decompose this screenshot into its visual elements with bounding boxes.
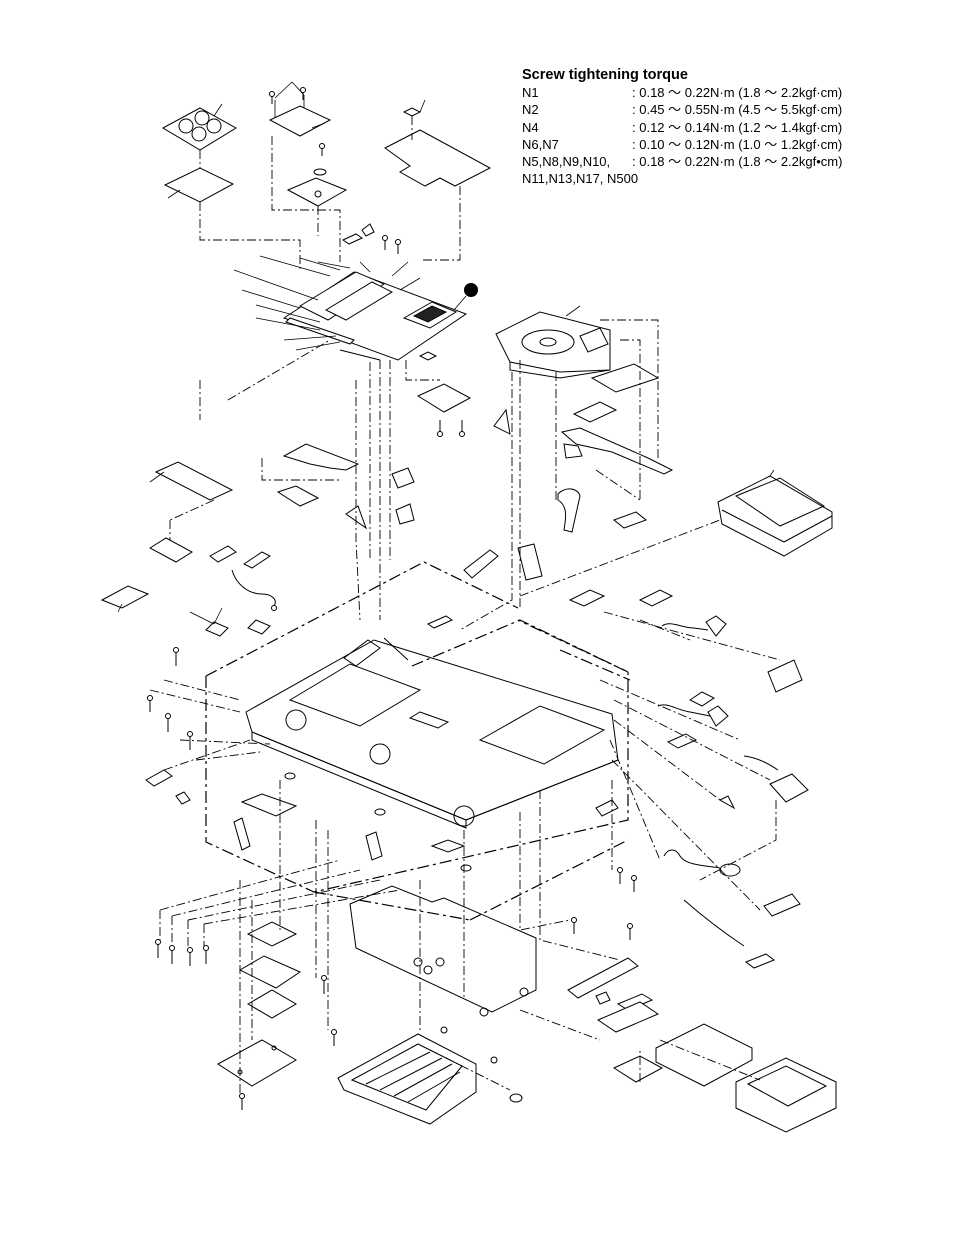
screw-n1 (269, 87, 325, 156)
board-leader-lines (233, 255, 421, 351)
pc-card-frame (161, 103, 237, 151)
board-connector (341, 223, 375, 245)
torque-label-continued: N11,N13,N17, N500 (522, 171, 639, 187)
bottom-insulation-sheet (349, 885, 537, 1017)
battery-pack (717, 469, 833, 557)
drive-tape (493, 408, 648, 533)
torque-title: Screw tightening torque (522, 67, 688, 83)
bottom-cover (337, 1026, 523, 1125)
assembly-guide-lines (149, 116, 781, 1096)
chassis-outline (205, 561, 631, 921)
right-side-parts (568, 589, 809, 969)
hinge-bracket (209, 545, 271, 569)
antenna-cable-left (189, 569, 277, 637)
bottom-screws (155, 772, 637, 1110)
screw-n4 (382, 235, 401, 254)
optical-drive (495, 305, 611, 379)
heat-spreader-plate (286, 177, 348, 207)
torque-label: N5,N8,N9,N10, (522, 154, 611, 170)
drive-flex-cable (560, 363, 674, 475)
torque-label: N4 (522, 119, 539, 135)
torque-row-n1: N1 : 0.18 ～ 0.22N·m (1.8 ～ 2.2kgf·cm) (522, 84, 882, 101)
torque-value: : 0.10 ～ 0.12N·m (1.0 ～ 1.2kgf·cm) (632, 136, 843, 152)
washer (313, 168, 327, 176)
insulation-sheet (163, 167, 235, 203)
connector-assembly (345, 467, 543, 629)
left-sheet-parts (100, 443, 360, 613)
torque-row-n6-n7: N6,N7 : 0.10 ～ 0.12N·m (1.0 ～ 1.2kgf·cm) (522, 136, 882, 153)
torque-value: : 0.18 ～ 0.22N·m (1.8 ～ 2.2kgf·cm) (632, 85, 843, 100)
torque-row-n4: N4 : 0.12 ～ 0.14N·m (1.2 ～ 1.4kgf·cm) (522, 119, 882, 136)
cpu-module (268, 81, 332, 137)
screw-column-left (145, 647, 193, 805)
torque-label: N1 (522, 85, 539, 100)
screw-torque-table: Screw tightening torque N1 : 0.18 ～ 0.22… (522, 66, 882, 188)
bottom-small-sheets (233, 793, 466, 861)
memory-module (416, 351, 472, 437)
torque-label: N2 (522, 102, 539, 118)
torque-value: : 0.12 ～ 0.14N·m (1.2 ～ 1.4kgf·cm) (632, 119, 843, 135)
torque-row-n5-group: N5,N8,N9,N10, : 0.18 ～ 0.22N·m (1.8 ～ 2.… (522, 153, 882, 170)
hdd-assembly (567, 957, 837, 1133)
torque-value: : 0.18 ～ 0.22N·m (1.8 ～ 2.2kgf•cm) (632, 154, 843, 170)
main-board (282, 271, 478, 361)
bottom-case (245, 637, 619, 829)
torque-row-n2: N2 : 0.45 ～ 0.55N·m (4.5 ～ 5.5kgf·cm) (522, 101, 882, 118)
memory-cover-sheets (217, 921, 302, 1087)
torque-value: : 0.45 ～ 0.55N·m (4.5 ～ 5.5kgf·cm) (632, 102, 843, 118)
torque-label: N6,N7 (522, 136, 559, 152)
insulator-sheet-top (384, 99, 492, 187)
